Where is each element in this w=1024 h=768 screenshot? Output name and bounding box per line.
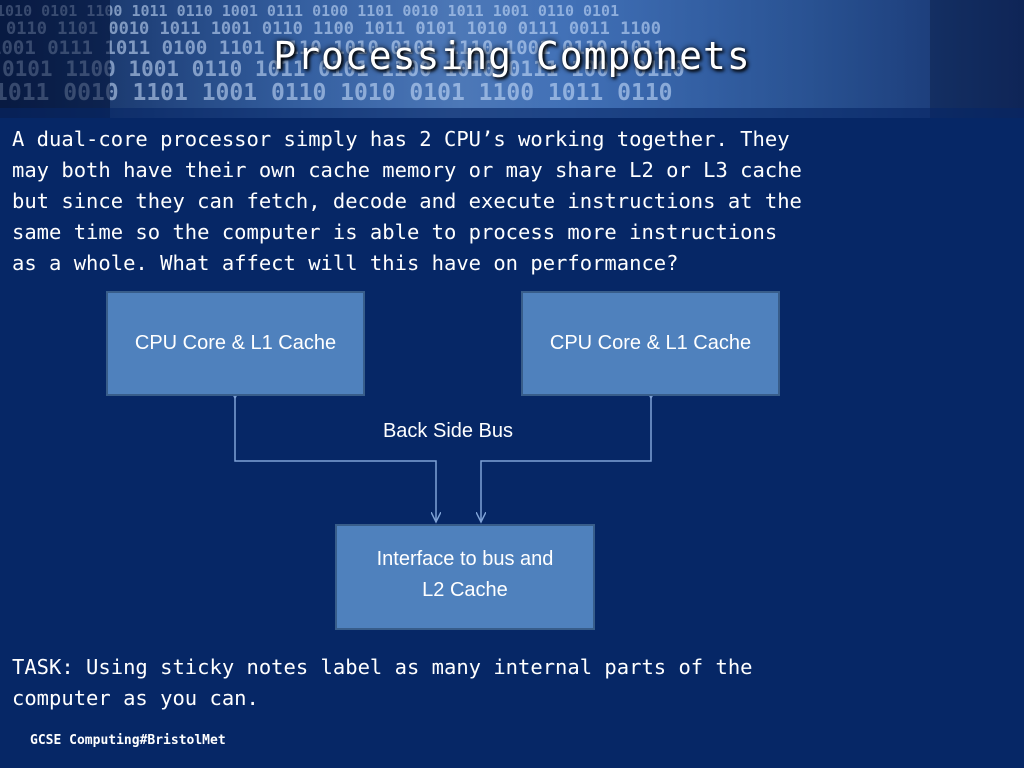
interface-l2-cache-box: Interface to bus and L2 Cache [335, 524, 595, 630]
cpu-core-1-box: CPU Core & L1 Cache [106, 291, 365, 396]
svg-text:0110 1101 0010 1011 1001 0110: 0110 1101 0010 1011 1001 0110 1100 1011 … [6, 19, 661, 39]
svg-text:0101 1100 1001 0110 1011 0101: 0101 1100 1001 0110 1011 0101 1100 1010 … [2, 57, 685, 81]
interface-l2-cache-label: Interface to bus and L2 Cache [376, 548, 554, 601]
intro-paragraph: A dual-core processor simply has 2 CPU’s… [12, 127, 802, 275]
task-instructions: TASK: Using sticky notes label as many i… [12, 655, 753, 710]
back-side-bus-label: Back Side Bus [382, 420, 514, 442]
cpu-core-1-label: CPU Core & L1 Cache [134, 332, 337, 354]
binary-code-banner-icon: 1010 0101 1100 1011 0110 1001 0111 0100 … [0, 0, 1024, 118]
footer-credit: GCSE Computing#BristolMet [30, 733, 226, 748]
connector-core-2-to-interface [481, 398, 651, 522]
cpu-core-2-label: CPU Core & L1 Cache [549, 332, 752, 354]
svg-text:1011 0010 1101 1001 0110 1010: 1011 0010 1101 1001 0110 1010 0101 1100 … [0, 80, 673, 106]
cpu-core-2-box: CPU Core & L1 Cache [521, 291, 780, 396]
connector-core-1-to-interface [235, 398, 436, 522]
svg-text:1010 0101 1100 1011 0110 1001: 1010 0101 1100 1011 0110 1001 0111 0100 … [0, 2, 619, 20]
svg-text:1001 0111 1011 0100 1101 0110: 1001 0111 1011 0100 1101 0110 1010 0101 … [0, 37, 665, 59]
slide-title: Processing Componets [273, 34, 751, 78]
